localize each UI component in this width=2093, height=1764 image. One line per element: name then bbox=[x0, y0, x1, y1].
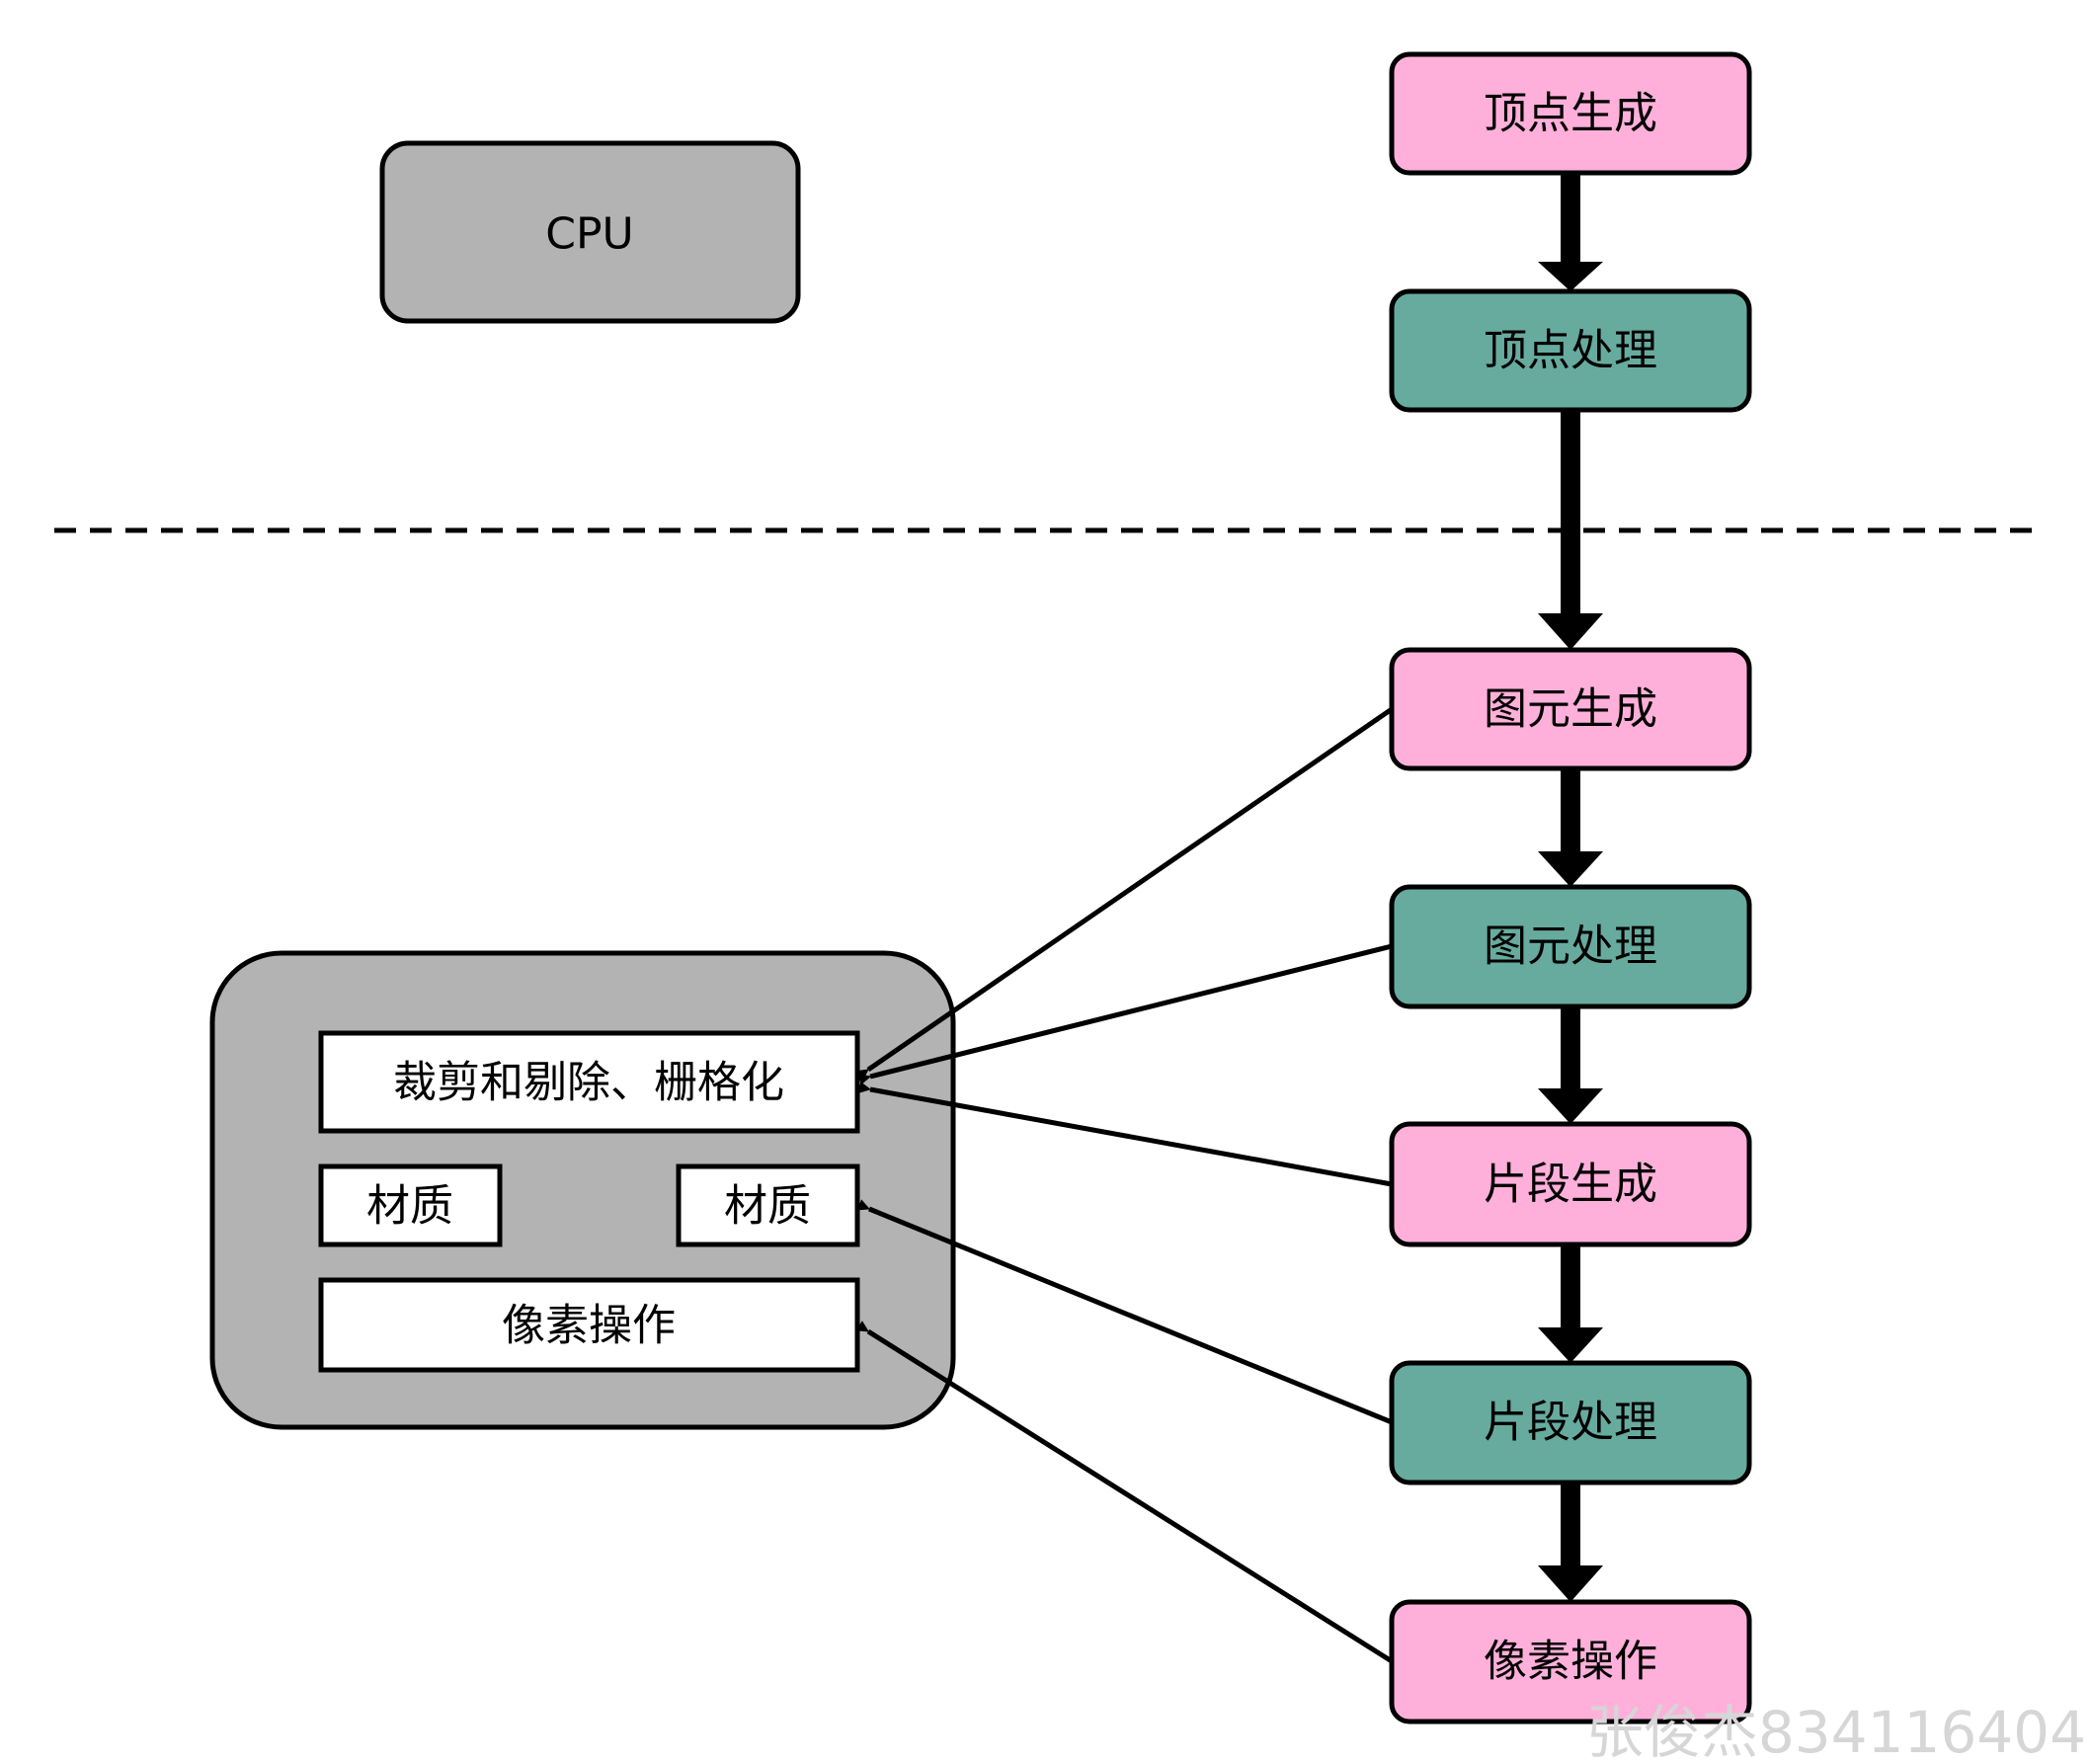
connector-head-2 bbox=[1538, 613, 1603, 650]
cpu-label: CPU bbox=[545, 209, 633, 260]
connector-head-5 bbox=[1538, 1327, 1603, 1363]
arrow-primitive-generation bbox=[855, 706, 1394, 1082]
clip-cull-raster-box bbox=[318, 1030, 860, 1134]
stage-pixel-operations: 像素操作 bbox=[1389, 1599, 1752, 1724]
connector-shaft-3 bbox=[1561, 768, 1580, 853]
connector-shaft-5 bbox=[1561, 1244, 1580, 1329]
stage-box bbox=[1389, 288, 1752, 413]
connector-head-1 bbox=[1538, 262, 1603, 291]
connector-shaft-2 bbox=[1561, 410, 1580, 615]
stage-box bbox=[1389, 1599, 1752, 1724]
stage-box bbox=[1389, 51, 1752, 176]
stage-box bbox=[1389, 1360, 1752, 1485]
stage-fragment-generation: 片段生成 bbox=[1389, 1121, 1752, 1247]
mapping-arrows bbox=[855, 706, 1394, 1664]
pipeline-stages: 顶点生成 顶点处理 图元生成 图元处理 片段生成 片段处理 像素操作 bbox=[1389, 51, 1752, 1724]
pixel-operations-label: 像素操作 bbox=[502, 1301, 676, 1351]
arrow-fragment-processing bbox=[856, 1199, 1393, 1425]
material-box-left bbox=[318, 1163, 503, 1247]
arrow-primitive-processing bbox=[857, 943, 1393, 1085]
connector-head-4 bbox=[1538, 1088, 1603, 1124]
pipeline-connectors bbox=[1538, 173, 1603, 1602]
connector-shaft-4 bbox=[1561, 1006, 1580, 1090]
stage-label: 片段处理 bbox=[1484, 1398, 1657, 1448]
connector-head-3 bbox=[1538, 851, 1603, 887]
stage-vertex-generation: 顶点生成 bbox=[1389, 51, 1752, 176]
material-box-right bbox=[676, 1163, 860, 1247]
clip-cull-raster-label: 裁剪和剔除、栅格化 bbox=[393, 1058, 784, 1108]
stage-primitive-processing: 图元处理 bbox=[1389, 884, 1752, 1009]
connector-shaft-1 bbox=[1561, 173, 1580, 264]
stage-label: 图元生成 bbox=[1484, 684, 1657, 735]
arrow-pixel-operations bbox=[855, 1321, 1394, 1664]
stage-label: 顶点处理 bbox=[1484, 326, 1657, 376]
stage-label: 图元处理 bbox=[1484, 922, 1657, 972]
material-label-right: 材质 bbox=[724, 1181, 811, 1232]
material-label-left: 材质 bbox=[366, 1181, 453, 1232]
cpu-box bbox=[379, 140, 801, 324]
stage-vertex-processing: 顶点处理 bbox=[1389, 288, 1752, 413]
stage-label: 片段生成 bbox=[1484, 1160, 1657, 1210]
connector-head-6 bbox=[1538, 1565, 1603, 1602]
stage-primitive-generation: 图元生成 bbox=[1389, 647, 1752, 771]
stage-fragment-processing: 片段处理 bbox=[1389, 1360, 1752, 1485]
stage-label: 顶点生成 bbox=[1484, 89, 1657, 139]
connector-shaft-6 bbox=[1561, 1483, 1580, 1567]
cpu-node: CPU bbox=[379, 140, 801, 324]
fixed-function-group: 裁剪和剔除、栅格化 材质 材质 像素操作 bbox=[209, 950, 956, 1430]
arrow-fragment-generation bbox=[858, 1082, 1393, 1187]
watermark-text: 张俊杰834116404 bbox=[1586, 1699, 2086, 1764]
stage-label: 像素操作 bbox=[1484, 1637, 1657, 1687]
